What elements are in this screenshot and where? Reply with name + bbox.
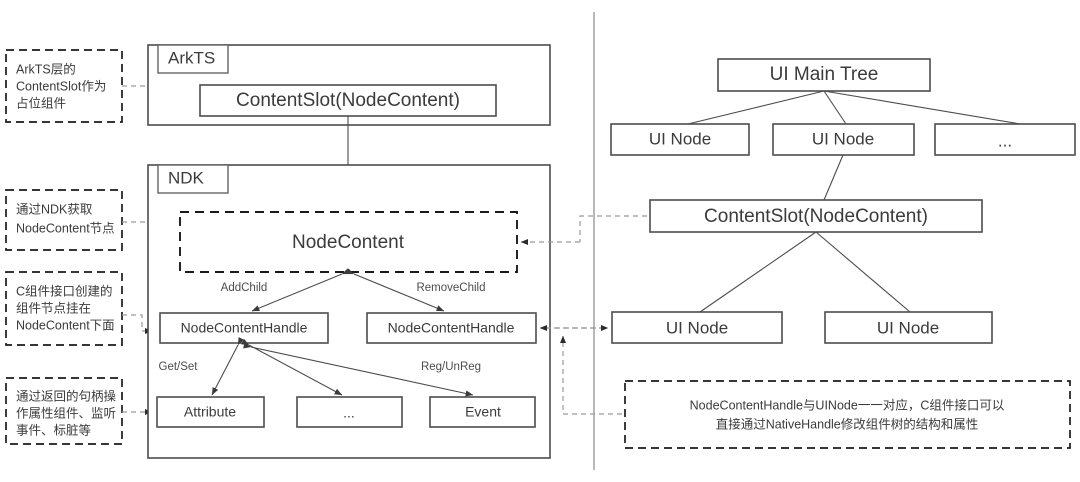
right-content-slot-label: ContentSlot(NodeContent) [704, 206, 928, 227]
edge-remove-child-label: RemoveChild [416, 282, 485, 294]
ui-node-4-box[interactable] [824, 311, 993, 344]
annotation-line: NodeContent节点 [16, 221, 115, 235]
ndk-handle-right-label: NodeContentHandle [388, 320, 515, 336]
ndk-node-content-label: NodeContent [292, 232, 405, 253]
ui-node-ellipsis-box[interactable] [934, 123, 1076, 156]
arkts-tab-label: ArkTS [168, 48, 215, 67]
right-content-slot-box[interactable] [649, 199, 983, 233]
arkts-tab [157, 44, 229, 74]
arkts-content-slot-label: ContentSlot(NodeContent) [236, 90, 460, 111]
cross-connector-contentslot [579, 215, 647, 242]
annotation-box [5, 189, 123, 251]
annotation-line: ArkTS层的 [16, 61, 76, 76]
edge-reg-unreg-label: Reg/UnReg [421, 361, 481, 373]
ui-main-tree-label: UI Main Tree [770, 64, 879, 85]
ndk-attribute-box[interactable] [156, 396, 265, 428]
annotation-connector-3 [122, 314, 143, 331]
tree-edge-4 [823, 154, 844, 201]
ndk-ellipsis-label: ... [343, 405, 355, 421]
ndk-ellipsis-box[interactable] [296, 396, 403, 428]
annotation-line: 作属性组件、监听 [16, 406, 116, 420]
annotation-line: 占位组件 [16, 95, 66, 110]
ui-node-1-box[interactable] [610, 123, 750, 156]
annotation-line: 通过NDK获取 [16, 202, 93, 216]
annotation-connector-1 [122, 85, 149, 100]
note-line: NodeContentHandle与UINode一一对应，C组件接口可以 [690, 397, 1005, 412]
note-handle-uinode-box [624, 380, 1071, 449]
ndk-event-box[interactable] [429, 396, 536, 428]
edge-get-set-line [211, 337, 245, 396]
ui-node-3-box[interactable] [611, 311, 783, 344]
ndk-container: NDK NodeContent NodeContentHandle NodeCo… [147, 164, 551, 459]
annotation-line: C组件接口创建的 [16, 283, 113, 298]
edge-reg-unreg-line [243, 342, 474, 397]
ui-node-2-label: UI Node [812, 129, 874, 148]
edge-add-child-line [251, 268, 351, 312]
annotation-ndk-nodecontent: 通过NDK获取 NodeContent节点 [5, 189, 123, 251]
annotation-box [5, 377, 123, 445]
annotation-connector-2 [122, 221, 149, 242]
cross-connector-note [559, 335, 622, 415]
note-line: 直接通过NativeHandle修改组件树的结构和属性 [716, 416, 979, 431]
annotation-line: ContentSlot作为 [16, 79, 106, 93]
annotation-box [5, 49, 123, 123]
edge-get-set-label: Get/Set [159, 361, 199, 373]
ui-node-2-box[interactable] [772, 123, 915, 156]
tree-edge-2 [823, 90, 847, 125]
tree-edge-1 [687, 90, 825, 125]
annotation-c-component: C组件接口创建的 组件节点挂在 NodeContent下面 [5, 271, 123, 346]
tree-edge-5 [699, 231, 817, 313]
ndk-handle-right-box[interactable] [366, 312, 537, 344]
annotation-handle-ops: 通过返回的句柄操 作属性组件、监听 事件、标脏等 [5, 377, 123, 445]
ndk-handle-left-label: NodeContentHandle [181, 320, 308, 336]
ui-node-ellipsis-label: ... [998, 131, 1012, 150]
ui-node-1-label: UI Node [649, 129, 711, 148]
arkts-container: ArkTS ContentSlot(NodeContent) [147, 44, 551, 126]
edge-remove-child-line [345, 268, 445, 312]
annotation-line: NodeContent下面 [16, 318, 115, 332]
annotation-line: 事件、标脏等 [16, 422, 91, 437]
annotation-line: 组件节点挂在 [16, 301, 91, 315]
ui-main-tree-box[interactable] [717, 58, 931, 92]
right-panel: UI Main Tree UI Node UI Node ... Content… [610, 58, 1076, 449]
annotation-line: 通过返回的句柄操 [16, 388, 117, 403]
edge-add-child-label: AddChild [221, 282, 268, 294]
annotation-arkts-contentslot: ArkTS层的 ContentSlot作为 占位组件 [5, 49, 123, 123]
ndk-attribute-label: Attribute [184, 404, 236, 420]
ndk-node-content-box[interactable] [179, 211, 518, 273]
tree-edge-6 [815, 231, 911, 313]
tree-edge-3 [823, 90, 1021, 125]
arkts-content-slot-box[interactable] [199, 84, 497, 117]
ui-node-3-label: UI Node [666, 318, 728, 337]
ndk-tab-label: NDK [168, 168, 205, 187]
ndk-tab [157, 164, 229, 194]
ui-node-4-label: UI Node [877, 318, 939, 337]
ndk-event-label: Event [465, 404, 501, 420]
annotation-box [5, 271, 123, 346]
